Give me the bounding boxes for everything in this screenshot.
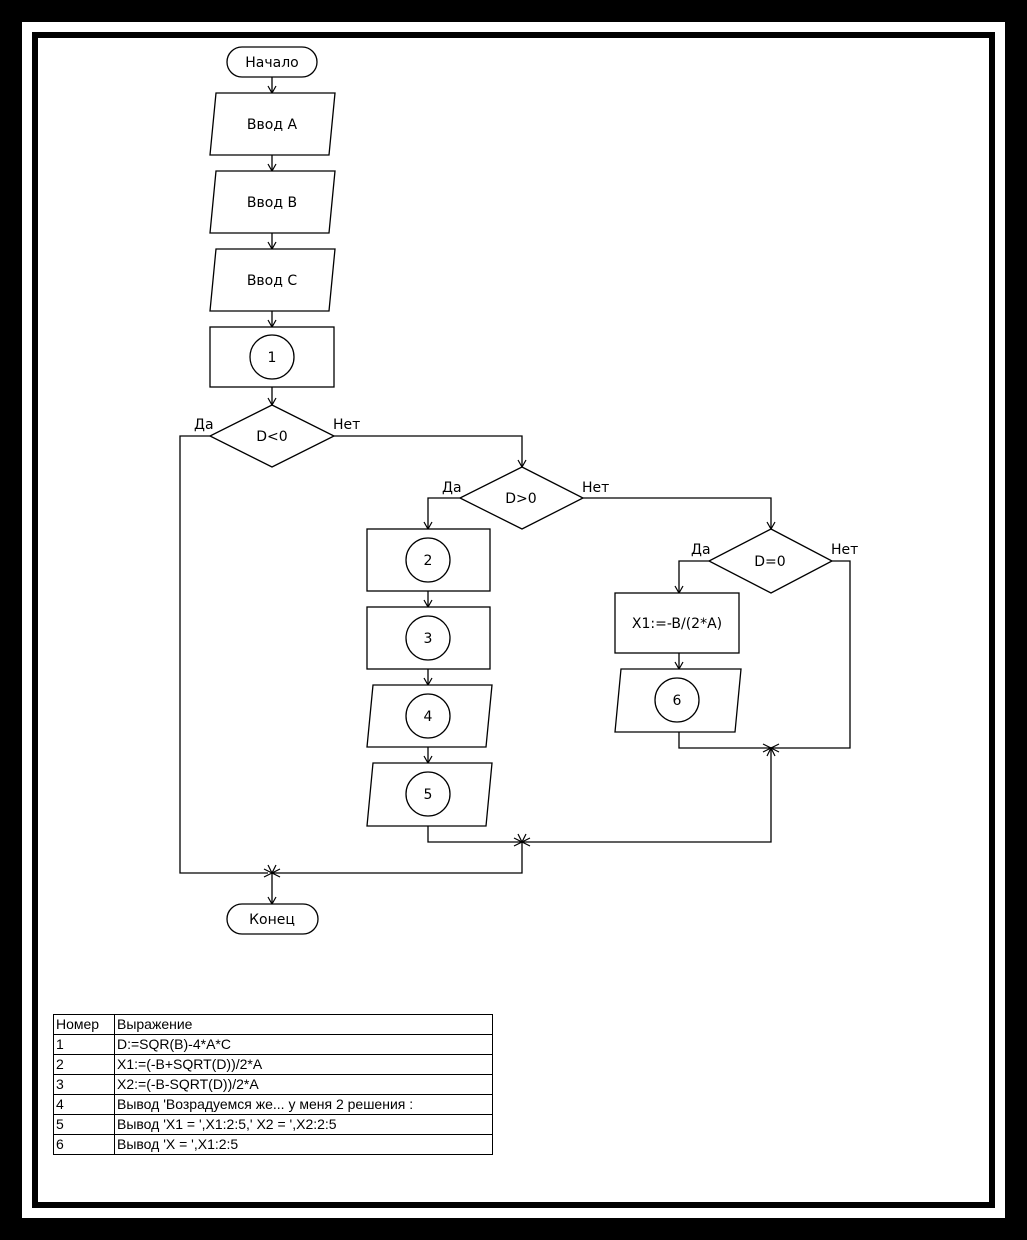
- output-6-label: 6: [673, 693, 682, 709]
- table-row: 1 D:=SQR(B)-4*A*C: [53, 1034, 493, 1055]
- decision-d-equals-zero: D=0 Да Нет: [691, 528, 858, 594]
- header-num: Номер: [53, 1014, 115, 1035]
- decision-d-greater-zero: D>0 Да Нет: [442, 466, 609, 530]
- table-row: 3 X2:=(-B-SQRT(D))/2*A: [53, 1074, 493, 1095]
- row-num: 3: [53, 1074, 115, 1095]
- decision-3-yes-label: Да: [691, 542, 711, 558]
- decision-1-yes-label: Да: [194, 417, 214, 433]
- decision-3-label: D=0: [754, 554, 785, 570]
- decision-2-label: D>0: [505, 491, 536, 507]
- decision-2-no-label: Нет: [582, 480, 609, 496]
- output-6-block: 6: [614, 668, 742, 733]
- decision-3-no-label: Нет: [831, 542, 858, 558]
- start-label: Начало: [245, 55, 298, 71]
- output-4-label: 4: [424, 709, 433, 725]
- row-num: 5: [53, 1114, 115, 1135]
- row-expr: Вывод 'Возрадуемся же... у меня 2 решени…: [114, 1094, 493, 1115]
- end-label: Конец: [249, 912, 295, 928]
- input-a-label: Ввод А: [247, 117, 298, 133]
- decision-1-no-label: Нет: [333, 417, 360, 433]
- table-row: 6 Вывод 'X = ',X1:2:5: [53, 1134, 493, 1155]
- input-c-label: Ввод С: [247, 273, 298, 289]
- process-1-label: 1: [268, 350, 277, 366]
- row-expr: X1:=(-B+SQRT(D))/2*A: [114, 1054, 493, 1075]
- row-expr: D:=SQR(B)-4*A*C: [114, 1034, 493, 1055]
- diagram-sheet: [38, 38, 989, 1202]
- output-4-block: 4: [366, 684, 493, 748]
- process-3-block: 3: [366, 606, 491, 670]
- row-expr: Вывод 'X1 = ',X1:2:5,' X2 = ',X2:2:5: [114, 1114, 493, 1135]
- row-expr: Вывод 'X = ',X1:2:5: [114, 1134, 493, 1155]
- input-b-block: Ввод В: [209, 170, 336, 234]
- table-row: 2 X1:=(-B+SQRT(D))/2*A: [53, 1054, 493, 1075]
- decision-1-label: D<0: [256, 429, 287, 445]
- row-num: 4: [53, 1094, 115, 1115]
- process-3-label: 3: [424, 631, 433, 647]
- row-num: 2: [53, 1054, 115, 1075]
- end-terminator: Конец: [226, 903, 319, 935]
- start-terminator: Начало: [226, 46, 318, 78]
- assign-x1-block: X1:=-B/(2*A): [614, 592, 740, 654]
- input-c-block: Ввод С: [209, 248, 336, 312]
- decision-2-yes-label: Да: [442, 480, 462, 496]
- process-2-block: 2: [366, 528, 491, 592]
- process-1-block: 1: [209, 326, 335, 388]
- table-header-row: Номер Выражение: [53, 1014, 493, 1035]
- assign-x1-label: X1:=-B/(2*A): [632, 616, 722, 632]
- expressions-table: Номер Выражение 1 D:=SQR(B)-4*A*C 2 X1:=…: [53, 1014, 493, 1155]
- row-num: 1: [53, 1034, 115, 1055]
- input-b-label: Ввод В: [247, 195, 297, 211]
- connectors: [179, 77, 851, 904]
- output-5-block: 5: [366, 762, 493, 827]
- table-row: 5 Вывод 'X1 = ',X1:2:5,' X2 = ',X2:2:5: [53, 1114, 493, 1135]
- header-expr: Выражение: [114, 1014, 493, 1035]
- input-a-block: Ввод А: [209, 92, 336, 156]
- table-row: 4 Вывод 'Возрадуемся же... у меня 2 реше…: [53, 1094, 493, 1115]
- decision-d-less-zero: D<0 Да Нет: [194, 404, 360, 468]
- row-expr: X2:=(-B-SQRT(D))/2*A: [114, 1074, 493, 1095]
- row-num: 6: [53, 1134, 115, 1155]
- process-2-label: 2: [424, 553, 433, 569]
- output-5-label: 5: [424, 787, 433, 803]
